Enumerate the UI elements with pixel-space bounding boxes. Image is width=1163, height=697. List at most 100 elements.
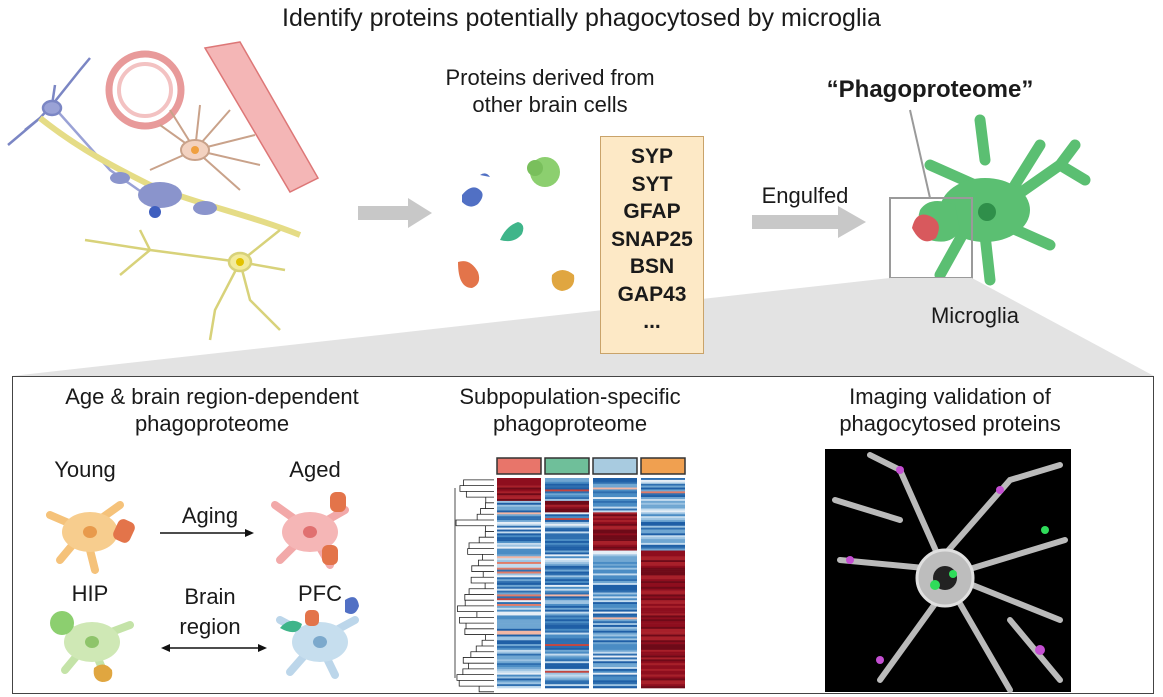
heatmap-cell [641, 619, 685, 622]
heatmap-cell [593, 512, 637, 515]
heatmap-cell [497, 581, 541, 584]
heatmap-cell [497, 479, 541, 483]
heatmap-cell [545, 663, 589, 666]
heatmap-cell [497, 567, 541, 570]
heatmap-cell [497, 613, 541, 616]
heatmap-cell [545, 529, 589, 532]
heatmap-cell [497, 542, 541, 546]
heatmap-cell [593, 520, 637, 523]
heatmap-cell [641, 668, 685, 672]
heatmap-cell [593, 499, 637, 502]
heatmap-cell [593, 583, 637, 586]
heatmap-cell [545, 611, 589, 614]
heatmap-cell [545, 489, 589, 492]
heatmap-cell [497, 667, 541, 670]
heatmap-cell [593, 613, 637, 616]
heatmap-cell [641, 638, 685, 641]
subpopulation-color-box [640, 457, 686, 475]
heatmap-cell [497, 571, 541, 574]
heatmap-cell [545, 674, 589, 677]
heatmap-cell [497, 634, 541, 637]
heatmap-cell [641, 600, 685, 603]
heatmap-cell [641, 533, 685, 536]
microglia-label: Microglia [930, 303, 1020, 328]
heatmap-cell [545, 602, 589, 605]
heatmap-cell [593, 628, 637, 632]
aged-label: Aged [289, 457, 341, 482]
heatmap-cell [545, 504, 589, 507]
heatmap-cell [497, 520, 541, 523]
heatmap-cell [545, 560, 589, 563]
heatmap-cell [497, 493, 541, 496]
heatmap-cell [593, 665, 637, 668]
heatmap-cell [545, 510, 589, 513]
heatmap-cell [641, 684, 685, 687]
heatmap-cell [641, 563, 685, 567]
heatmap-cell [545, 518, 589, 521]
heatmap-cell [497, 605, 541, 609]
heatmap-cell [593, 537, 637, 540]
heatmap-cell [545, 590, 589, 593]
left-panel-title: Age & brain region-dependent phagoproteo… [65, 384, 359, 436]
heatmap-cell [497, 649, 541, 653]
heatmap-cell [593, 489, 637, 492]
heatmap-cell [545, 600, 589, 603]
heatmap-cell [497, 588, 541, 591]
heatmap-cell [593, 584, 637, 588]
heatmap-cell [545, 617, 589, 620]
heatmap-cell [497, 668, 541, 672]
heatmap-cell [593, 581, 637, 584]
heatmap-cell [641, 541, 685, 544]
heatmap-cell [593, 518, 637, 521]
protein-item: BSN [629, 255, 675, 278]
heatmap-cell [497, 527, 541, 530]
heatmap-cell [497, 676, 541, 679]
heatmap-cell [497, 510, 541, 513]
heatmap-cell [497, 647, 541, 651]
heatmap-cell [497, 651, 541, 654]
heatmap-cell [641, 500, 685, 504]
heatmap-cell [497, 560, 541, 563]
heatmap-cell [545, 567, 589, 570]
heatmap-cell [497, 630, 541, 633]
heatmap-cell [593, 497, 637, 500]
heatmap-cell [593, 573, 637, 576]
heatmap-cell [545, 558, 589, 561]
heatmap-cell [545, 632, 589, 635]
heatmap-cell [641, 562, 685, 565]
heatmap-cell [593, 541, 637, 544]
heatmap-cell [545, 647, 589, 651]
heatmap-cell [545, 516, 589, 519]
heatmap-cell [593, 659, 637, 662]
heatmap-cell [593, 590, 637, 593]
heatmap-cell [593, 510, 637, 513]
heatmap-cell [641, 542, 685, 546]
young-microglia-illustration [46, 501, 135, 574]
heatmap-cell [497, 653, 541, 656]
heatmap-cell [497, 659, 541, 662]
heatmap-cell [497, 644, 541, 647]
heatmap-cell [497, 550, 541, 553]
heatmap-cell [641, 487, 685, 490]
heatmap-cell [545, 638, 589, 641]
heatmap-cell [641, 508, 685, 511]
heatmap-cell [593, 485, 637, 488]
heatmap-cell [641, 674, 685, 677]
heatmap-cell [497, 535, 541, 538]
heatmap-cell [641, 512, 685, 515]
heatmap-cell [497, 500, 541, 504]
heatmap-cell [497, 625, 541, 628]
heatmap-cell [593, 651, 637, 654]
heatmap-cell [497, 478, 541, 481]
heatmap-cell [641, 497, 685, 500]
heatmap-cell [545, 485, 589, 488]
heatmap-cell [593, 539, 637, 542]
heatmap-cell [641, 634, 685, 637]
heatmap-cell [593, 527, 637, 530]
heatmap-cell [497, 598, 541, 601]
heatmap-cell [593, 607, 637, 611]
heatmap-cell [593, 491, 637, 494]
heatmap-cell [545, 655, 589, 658]
